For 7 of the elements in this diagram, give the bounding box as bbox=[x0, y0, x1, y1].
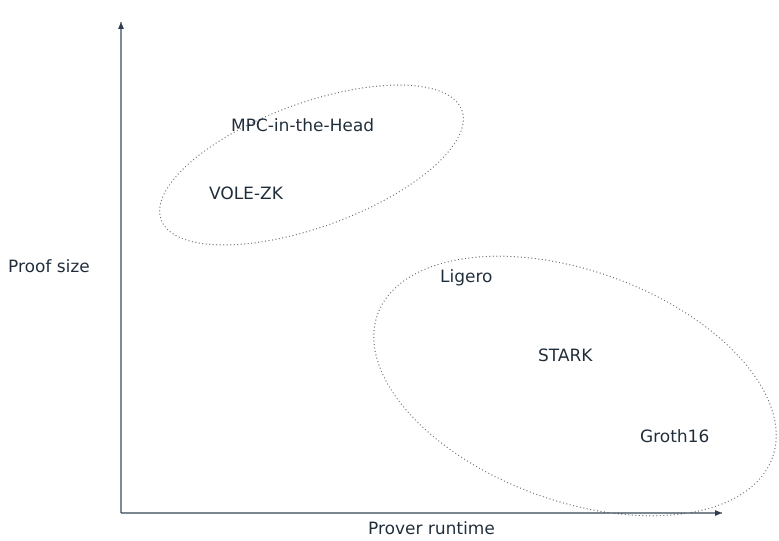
method-label: VOLE-ZK bbox=[209, 184, 283, 204]
method-label: STARK bbox=[538, 346, 592, 366]
method-label: Ligero bbox=[440, 267, 492, 287]
axis-label: Proof size bbox=[8, 257, 90, 277]
method-label: Groth16 bbox=[640, 427, 710, 447]
axis-label: Prover runtime bbox=[368, 519, 495, 539]
method-label: MPC-in-the-Head bbox=[231, 116, 374, 136]
